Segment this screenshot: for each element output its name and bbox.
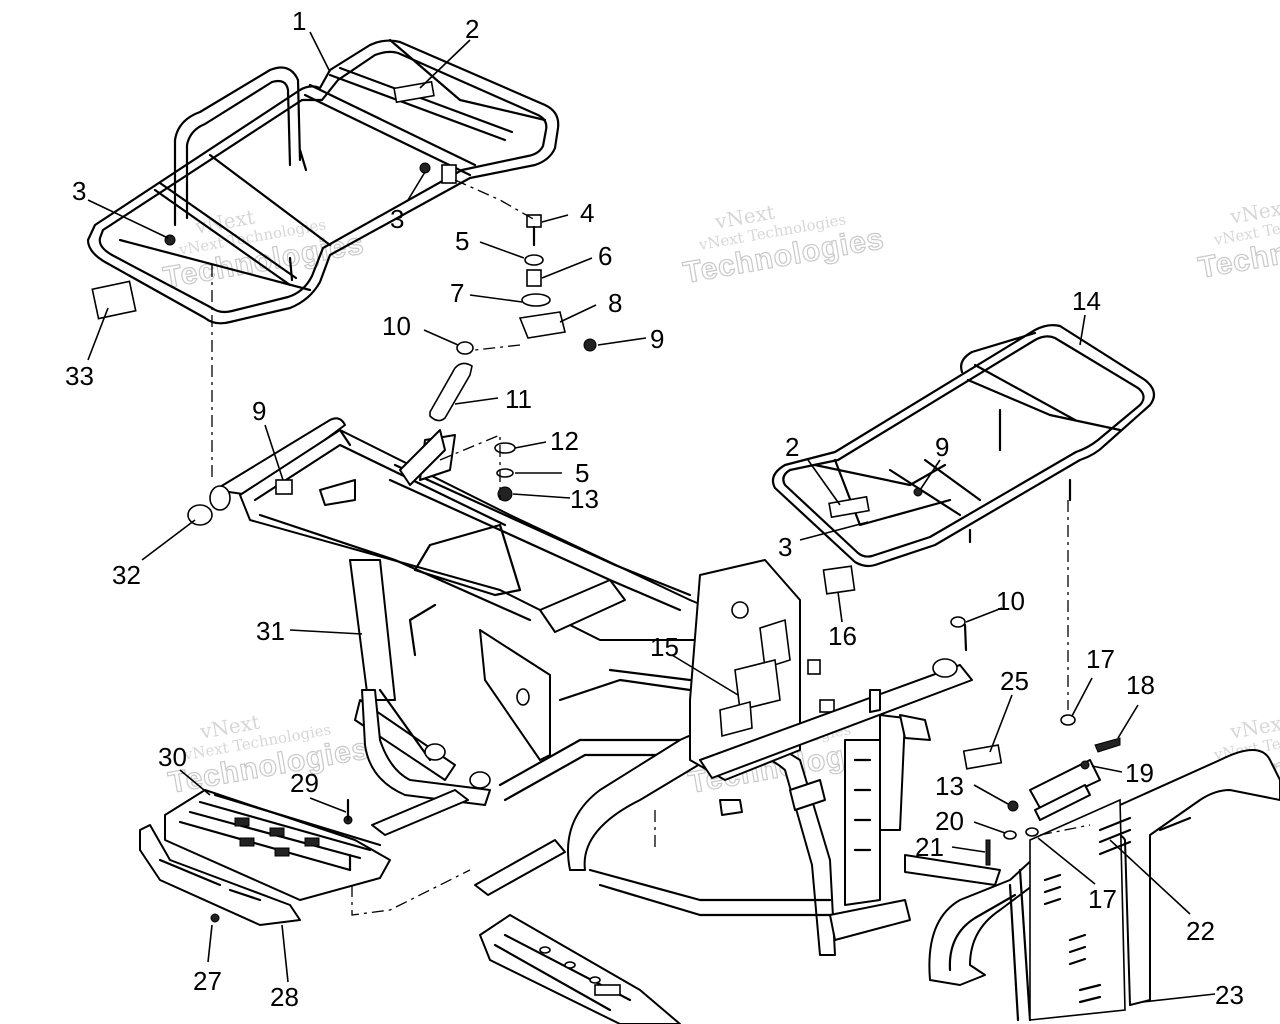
callout-labels: 1 2 3 3 4 5 6 7 8 9 10 11 12 5 13 9 32 3… <box>65 6 1244 1012</box>
callout-33: 33 <box>65 361 94 391</box>
callout-29: 29 <box>290 768 319 798</box>
callout-9: 9 <box>935 432 949 462</box>
washer-icon <box>1003 830 1017 840</box>
callout-22: 22 <box>1186 916 1215 946</box>
callout-2: 2 <box>465 14 479 44</box>
nut-icon <box>1007 800 1019 812</box>
callout-17: 17 <box>1088 884 1117 914</box>
callout-3: 3 <box>390 204 404 234</box>
leader-lines <box>87 31 1216 1003</box>
callout-30: 30 <box>158 742 187 772</box>
callout-19: 19 <box>1125 758 1154 788</box>
front-bumper-icon <box>928 616 1280 1022</box>
nut-icon <box>583 338 597 352</box>
washer-icon <box>494 442 516 454</box>
callout-14: 14 <box>1072 286 1101 316</box>
callout-21: 21 <box>915 832 944 862</box>
atv-frame-icon <box>187 417 1001 956</box>
bolt-icon <box>1094 737 1121 753</box>
callout-7: 7 <box>450 278 464 308</box>
bracket-icon <box>441 164 457 184</box>
cap-icon <box>1060 714 1076 726</box>
callout-18: 18 <box>1126 670 1155 700</box>
decal-icon <box>393 80 435 104</box>
callout-31: 31 <box>256 616 285 646</box>
callout-13: 13 <box>935 771 964 801</box>
callout-20: 20 <box>935 806 964 836</box>
callout-17: 17 <box>1086 644 1115 674</box>
washer-icon <box>524 254 544 266</box>
callout-32: 32 <box>112 560 141 590</box>
screw-icon <box>419 162 431 174</box>
nut-icon <box>497 486 513 502</box>
callout-27: 27 <box>193 966 222 996</box>
clamp-bracket-icon <box>518 311 566 339</box>
callout-10: 10 <box>382 311 411 341</box>
callout-4: 4 <box>580 198 594 228</box>
callout-3: 3 <box>778 532 792 562</box>
callout-11: 11 <box>505 384 532 414</box>
callout-16: 16 <box>828 621 857 651</box>
callout-3: 3 <box>72 176 86 206</box>
callout-9: 9 <box>252 396 266 426</box>
callout-9: 9 <box>650 324 664 354</box>
callout-5: 5 <box>575 458 589 488</box>
callout-25: 25 <box>1000 666 1029 696</box>
reflector-icon <box>822 565 856 595</box>
decal-icon <box>828 495 870 519</box>
reflector-icon <box>91 280 137 320</box>
decal-icon <box>962 744 1003 770</box>
footrest-plate-icon <box>139 789 391 926</box>
callout-15: 15 <box>650 632 679 662</box>
nut-icon <box>275 479 293 495</box>
cap-icon <box>950 616 966 628</box>
rear-rack-tube-icon <box>86 38 560 325</box>
callout-28: 28 <box>270 982 299 1012</box>
callout-8: 8 <box>608 288 622 318</box>
callout-13: 13 <box>570 484 599 514</box>
skid-plate-icon <box>479 914 681 1024</box>
callout-5: 5 <box>455 226 469 256</box>
mount-hardware-group <box>429 214 597 502</box>
bolt-icon <box>985 839 991 866</box>
callout-2: 2 <box>785 432 799 462</box>
callout-10: 10 <box>996 586 1025 616</box>
grommet-icon <box>521 293 551 307</box>
callout-12: 12 <box>550 426 579 456</box>
assembly-lines <box>211 179 1091 916</box>
support-arm-icon <box>429 362 473 422</box>
callout-23: 23 <box>1215 980 1244 1010</box>
cap-icon <box>456 341 474 355</box>
washer-icon <box>496 468 514 478</box>
bushing-icon <box>526 269 542 287</box>
washer-icon <box>1025 827 1039 837</box>
callout-6: 6 <box>598 241 612 271</box>
callout-1: 1 <box>292 6 306 36</box>
front-rack-tube-icon <box>771 324 1156 595</box>
washer-icon <box>1080 760 1090 770</box>
